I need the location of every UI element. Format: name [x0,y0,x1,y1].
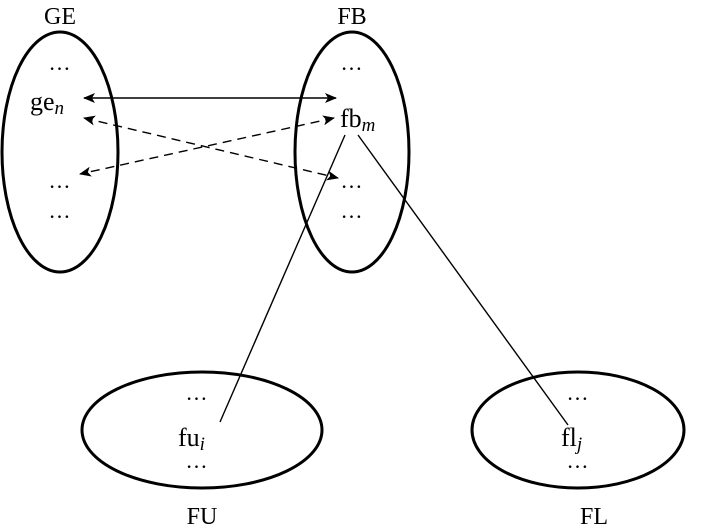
node-fl-j-base: fl [561,423,577,452]
fu-ellipsis-top: … [186,380,209,405]
relation-fb-to-ge-dashed-arrow [79,115,335,177]
node-fu-i: fui [178,423,205,455]
node-fb-m: fbm [340,104,375,136]
ge-ellipsis-mid: … [49,168,72,193]
relation-ge-to-fb-dashed-arrow [83,115,339,181]
ge-ellipsis-bottom: … [49,198,72,223]
node-fl-j: flj [561,423,582,455]
node-ge-n-base: ge [30,87,55,116]
node-fu-i-subscript: i [200,434,205,455]
set-fu-label: FU [187,504,218,529]
set-fl-label: FL [580,504,608,529]
fu-ellipsis-bottom: … [186,448,209,473]
node-ge-n: gen [30,87,64,119]
ge-ellipsis-top: … [49,50,72,75]
set-fb-label: FB [337,4,366,30]
node-fb-m-subscript: m [362,115,376,136]
node-fl-j-subscript: j [574,434,582,455]
relation-fb-fl-line [357,134,569,426]
node-fb-m-base: fb [340,104,362,133]
fb-ellipsis-mid: … [341,168,364,193]
fb-ellipsis-top: … [341,50,364,75]
node-ge-n-subscript: n [55,98,65,119]
set-fu-ellipse [80,370,324,490]
relation-fb-fu-line [219,134,346,423]
set-ge-label: GE [44,4,76,30]
fl-ellipsis-bottom: … [567,448,590,473]
node-fu-i-base: fu [178,423,200,452]
fb-ellipsis-bottom: … [341,198,364,223]
fl-ellipsis-top: … [567,380,590,405]
set-fl-ellipse [470,370,686,490]
